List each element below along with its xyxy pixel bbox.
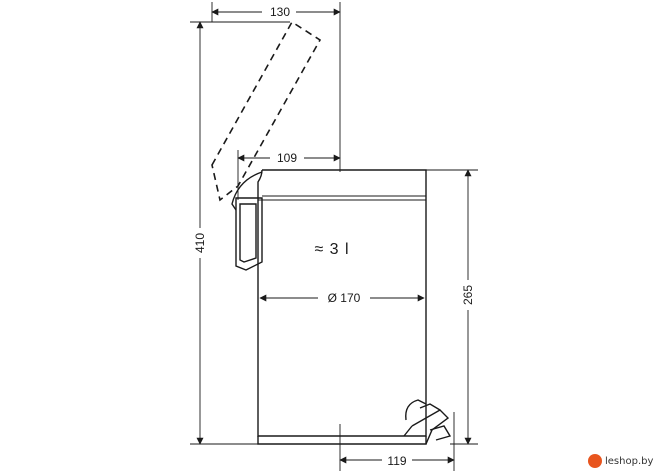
watermark-badge: leshop.by <box>584 451 670 471</box>
capacity-label: ≈ 3 l <box>314 241 349 258</box>
open-lid-outline <box>211 20 322 202</box>
bin-body <box>257 169 427 445</box>
dimension-265: 265 <box>426 169 478 445</box>
dimension-410-label: 410 <box>193 233 207 253</box>
dimension-130: 130 <box>211 2 341 172</box>
lid-handle <box>231 171 263 271</box>
dimension-diameter: Ø 170 <box>259 290 425 305</box>
dimension-119: 119 <box>339 412 455 471</box>
dimension-109: 109 <box>237 150 341 200</box>
dimension-109-label: 109 <box>277 151 297 165</box>
dimension-130-label: 130 <box>270 5 290 19</box>
dimension-119-label: 119 <box>387 454 406 468</box>
watermark-text: leshop.by <box>605 455 654 467</box>
dimension-265-label: 265 <box>461 285 475 305</box>
dimension-diameter-label: Ø 170 <box>328 291 361 305</box>
foot-pedal <box>403 399 452 445</box>
watermark-logo-icon <box>588 454 602 468</box>
dimension-410: 410 <box>190 21 290 445</box>
